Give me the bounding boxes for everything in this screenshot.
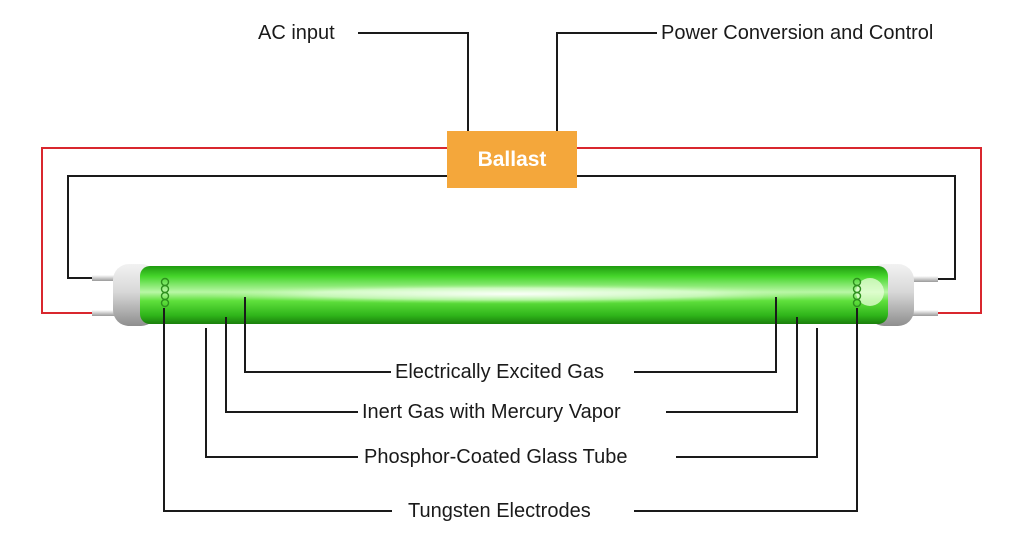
neutral-wire [67,175,447,279]
tube-highlight [856,278,884,306]
neutral-wire [577,175,956,280]
live-wire [577,147,982,314]
electrodes-label: Tungsten Electrodes [404,499,595,523]
left-electrode-coil [160,277,170,308]
phosphor-tube-label: Phosphor-Coated Glass Tube [360,445,632,469]
excited-gas-label: Electrically Excited Gas [391,360,608,384]
inert-gas-label: Inert Gas with Mercury Vapor [358,400,625,424]
left-pin-bottom [92,310,118,316]
electrodes-leader [163,308,392,512]
excited-gas-leader [244,297,392,373]
ballast-label: Ballast [477,147,547,171]
ballast-box [447,131,577,188]
excited-gas-glow [182,284,842,304]
left-pin-top [92,275,118,281]
phosphor-tube-leader [676,328,818,458]
power-conversion-leader [556,32,657,131]
ac-input-leader [358,32,469,131]
right-pin-top [910,276,938,282]
right-electrode-coil [852,277,862,308]
inert-gas-leader [666,317,798,413]
electrodes-leader [634,308,858,512]
live-wire [41,147,447,314]
power-conversion-label: Power Conversion and Control [657,21,938,45]
inert-gas-leader [225,317,358,413]
excited-gas-leader [634,297,777,373]
right-pin-bottom [910,310,938,316]
ac-input-label: AC input [254,21,339,45]
phosphor-tube-leader [205,328,358,458]
